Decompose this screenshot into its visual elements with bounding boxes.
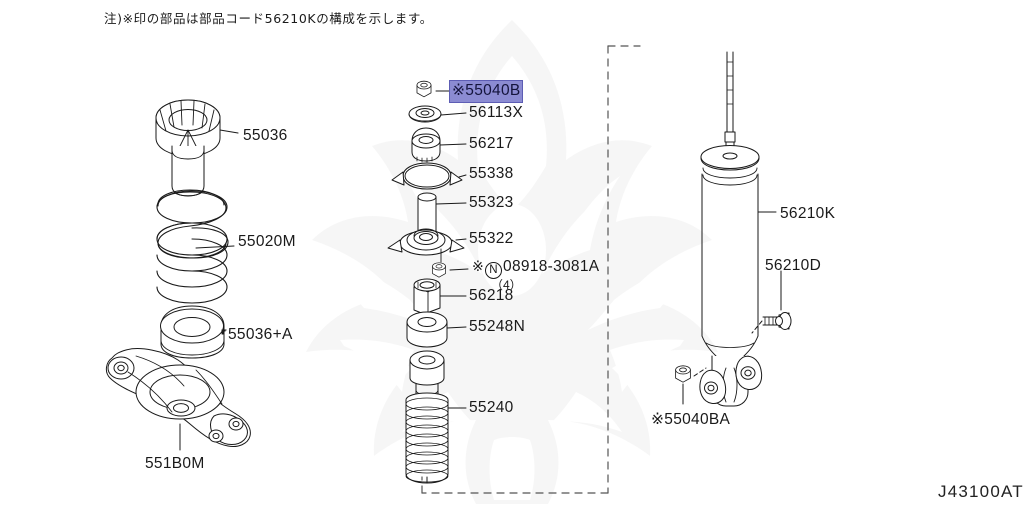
part-label-56218[interactable]: 56218 [469,287,514,304]
part-08918-drawing [432,262,446,278]
part-55020M-drawing [156,189,229,304]
part-56210D-drawing [762,312,792,330]
part-label-55322[interactable]: 55322 [469,230,514,247]
part-56113X-drawing [408,105,442,123]
part-label-55036A[interactable]: 55036+A [228,326,293,343]
drawing-number: J43100AT [938,482,1024,501]
part-label-55248N[interactable]: 55248N [469,318,526,335]
part-label-55040B[interactable]: ※55040B [450,81,522,102]
part-label-56113X[interactable]: 56113X [469,104,524,121]
part-label-56217[interactable]: 56217 [469,135,514,152]
part-55240-drawing [405,350,449,484]
part-56218-drawing [413,278,441,315]
diagram-note: 注)※印の部品は部品コード56210Kの構成を示します。 [104,11,433,26]
asterisk-icon: ※ [472,259,485,275]
circled-n-icon: N [485,262,503,279]
part-label-55240[interactable]: 55240 [469,399,514,416]
part-55036-drawing [155,99,221,197]
part-label-08918-qty: （4） [491,278,522,292]
part-label-56210K[interactable]: 56210K [780,205,836,222]
part-55338-drawing [391,162,463,190]
dashed-group-box [421,45,641,494]
part-55036A-drawing [160,305,225,359]
part-label-55036[interactable]: 55036 [243,127,288,144]
part-label-55323[interactable]: 55323 [469,194,514,211]
part-55040BA-drawing [675,365,691,383]
part-56217-drawing [411,127,441,163]
part-55322-drawing [387,228,465,256]
part-label-55020M[interactable]: 55020M [238,233,296,250]
part-label-08918-number: 08918-3081A [503,258,600,275]
part-label-55338[interactable]: 55338 [469,165,514,182]
part-55248N-drawing [406,311,448,348]
part-label-551B0M[interactable]: 551B0M [145,455,205,472]
part-55040B-drawing [416,80,432,98]
part-56210K-drawing [699,51,763,407]
part-551B0M-drawing [105,348,251,447]
part-label-56210D[interactable]: 56210D [765,257,822,274]
part-label-55040BA[interactable]: ※55040BA [651,411,731,428]
